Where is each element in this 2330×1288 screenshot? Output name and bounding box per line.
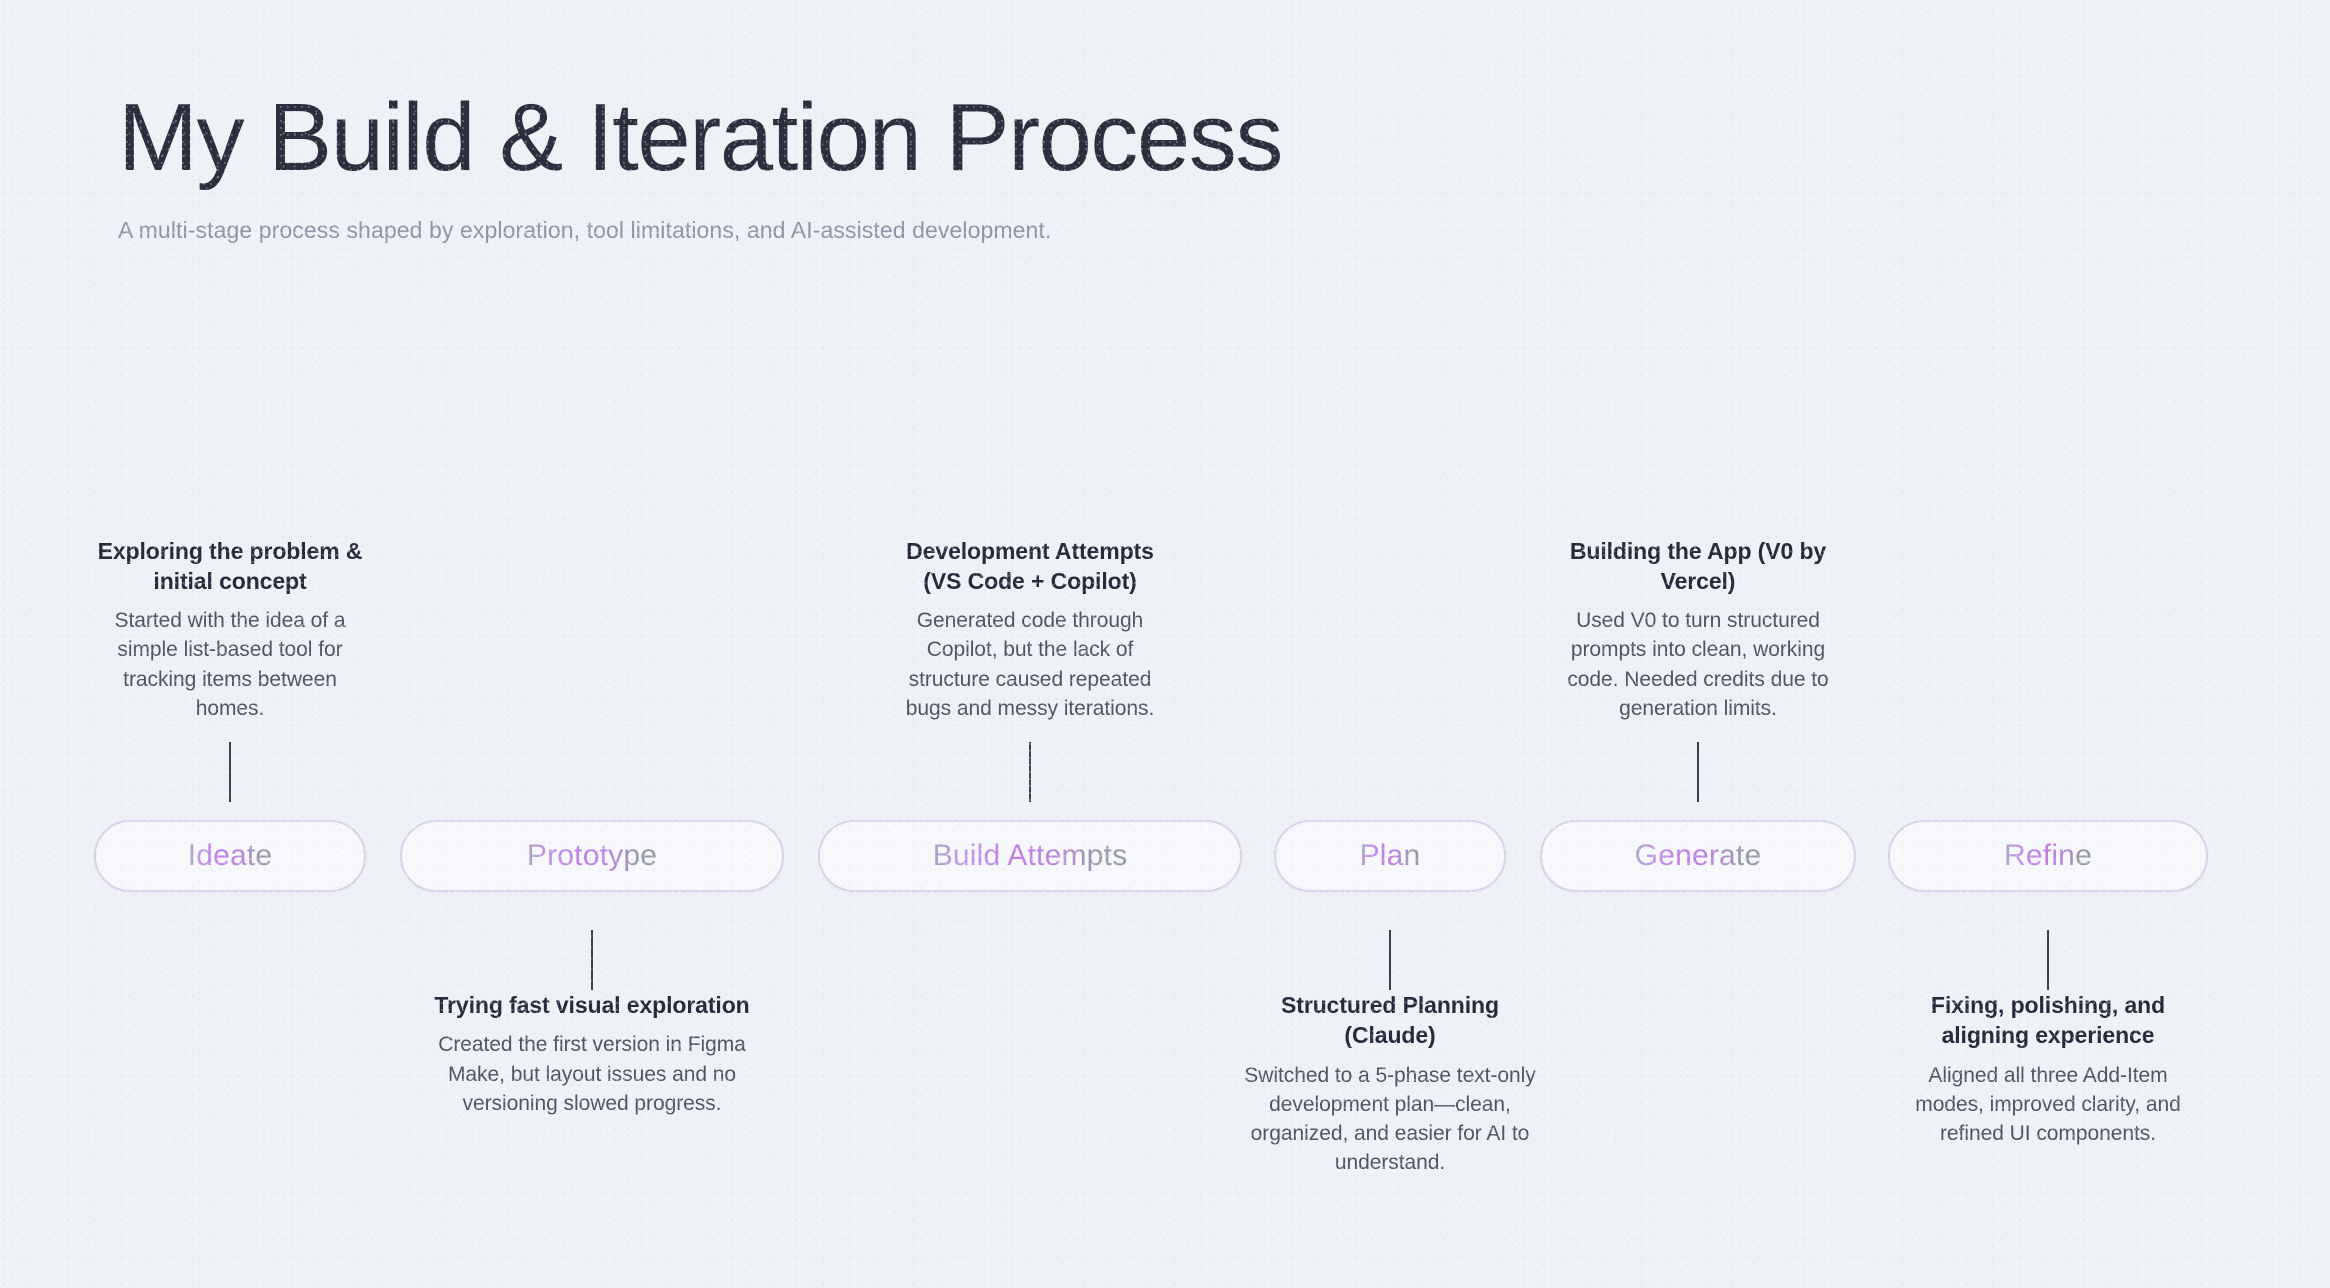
stage-body-ideate: Started with the idea of a simple list-b… [114, 609, 346, 720]
stage-pill-ideate[interactable]: Ideate [94, 820, 366, 892]
connector-line-ideate [229, 742, 231, 802]
stage-pill-label-generate: Generate [1634, 839, 1762, 872]
stage-pill-label-build-attempts: Build Attempts [932, 839, 1128, 872]
page-title: My Build & Iteration Process [118, 84, 1283, 191]
stage-build-attempts: Development Attempts (VS Code + Copilot)… [818, 0, 1242, 1288]
connector-line-refine [2047, 930, 2049, 990]
stage-pill-build-attempts[interactable]: Build Attempts [818, 820, 1242, 892]
page-header: My Build & Iteration Process A multi-sta… [118, 84, 2018, 246]
stage-pill-label-plan: Plan [1359, 839, 1421, 872]
stage-description-build-attempts: Development Attempts (VS Code + Copilot)… [885, 536, 1175, 723]
stage-body-plan: Switched to a 5-phase text-only developm… [1244, 1063, 1536, 1175]
stage-title-refine: Fixing, polishing, and aligning experien… [1930, 992, 2166, 1049]
connector-line-plan [1389, 930, 1391, 990]
stage-pill-generate[interactable]: Generate [1540, 820, 1856, 892]
stage-title-ideate: Exploring the problem & initial concept [97, 537, 363, 594]
connector-line-generate [1697, 742, 1699, 802]
stage-pill-refine[interactable]: Refine [1888, 820, 2208, 892]
stage-pill-label-refine: Refine [2004, 839, 2092, 872]
connector-line-build-attempts [1029, 742, 1031, 802]
stage-generate: Building the App (V0 by Vercel) Used V0 t… [1540, 0, 1856, 1288]
connector-line-prototype [591, 930, 593, 990]
stage-description-generate: Building the App (V0 by Vercel) Used V0 t… [1553, 536, 1843, 723]
stage-body-generate: Used V0 to turn structured prompts into … [1567, 609, 1829, 720]
stage-description-refine: Fixing, polishing, and aligning experien… [1893, 990, 2203, 1148]
stage-plan: Structured Planning (Claude) Switched to … [1244, 0, 1536, 1288]
stage-pill-prototype[interactable]: Prototype [400, 820, 784, 892]
stage-title-generate: Building the App (V0 by Vercel) [1569, 537, 1827, 594]
stage-title-prototype: Trying fast visual exploration [434, 992, 750, 1018]
stage-title-build-attempts: Development Attempts (VS Code + Copilot) [906, 537, 1154, 594]
stage-pill-label-prototype: Prototype [526, 839, 658, 872]
stage-body-refine: Aligned all three Add-Item modes, improv… [1915, 1063, 2181, 1146]
page-subtitle: A multi-stage process shaped by explorat… [118, 216, 1052, 243]
stage-pill-label-ideate: Ideate [187, 839, 273, 872]
stage-pill-plan[interactable]: Plan [1274, 820, 1506, 892]
stage-body-build-attempts: Generated code through Copilot, but the … [905, 609, 1155, 720]
stage-refine: Fixing, polishing, and aligning experien… [1888, 0, 2208, 1288]
stage-description-plan: Structured Planning (Claude) Switched to … [1235, 990, 1545, 1177]
stage-body-prototype: Created the first version in Figma Make,… [438, 1033, 746, 1115]
stage-title-plan: Structured Planning (Claude) [1281, 992, 1499, 1049]
